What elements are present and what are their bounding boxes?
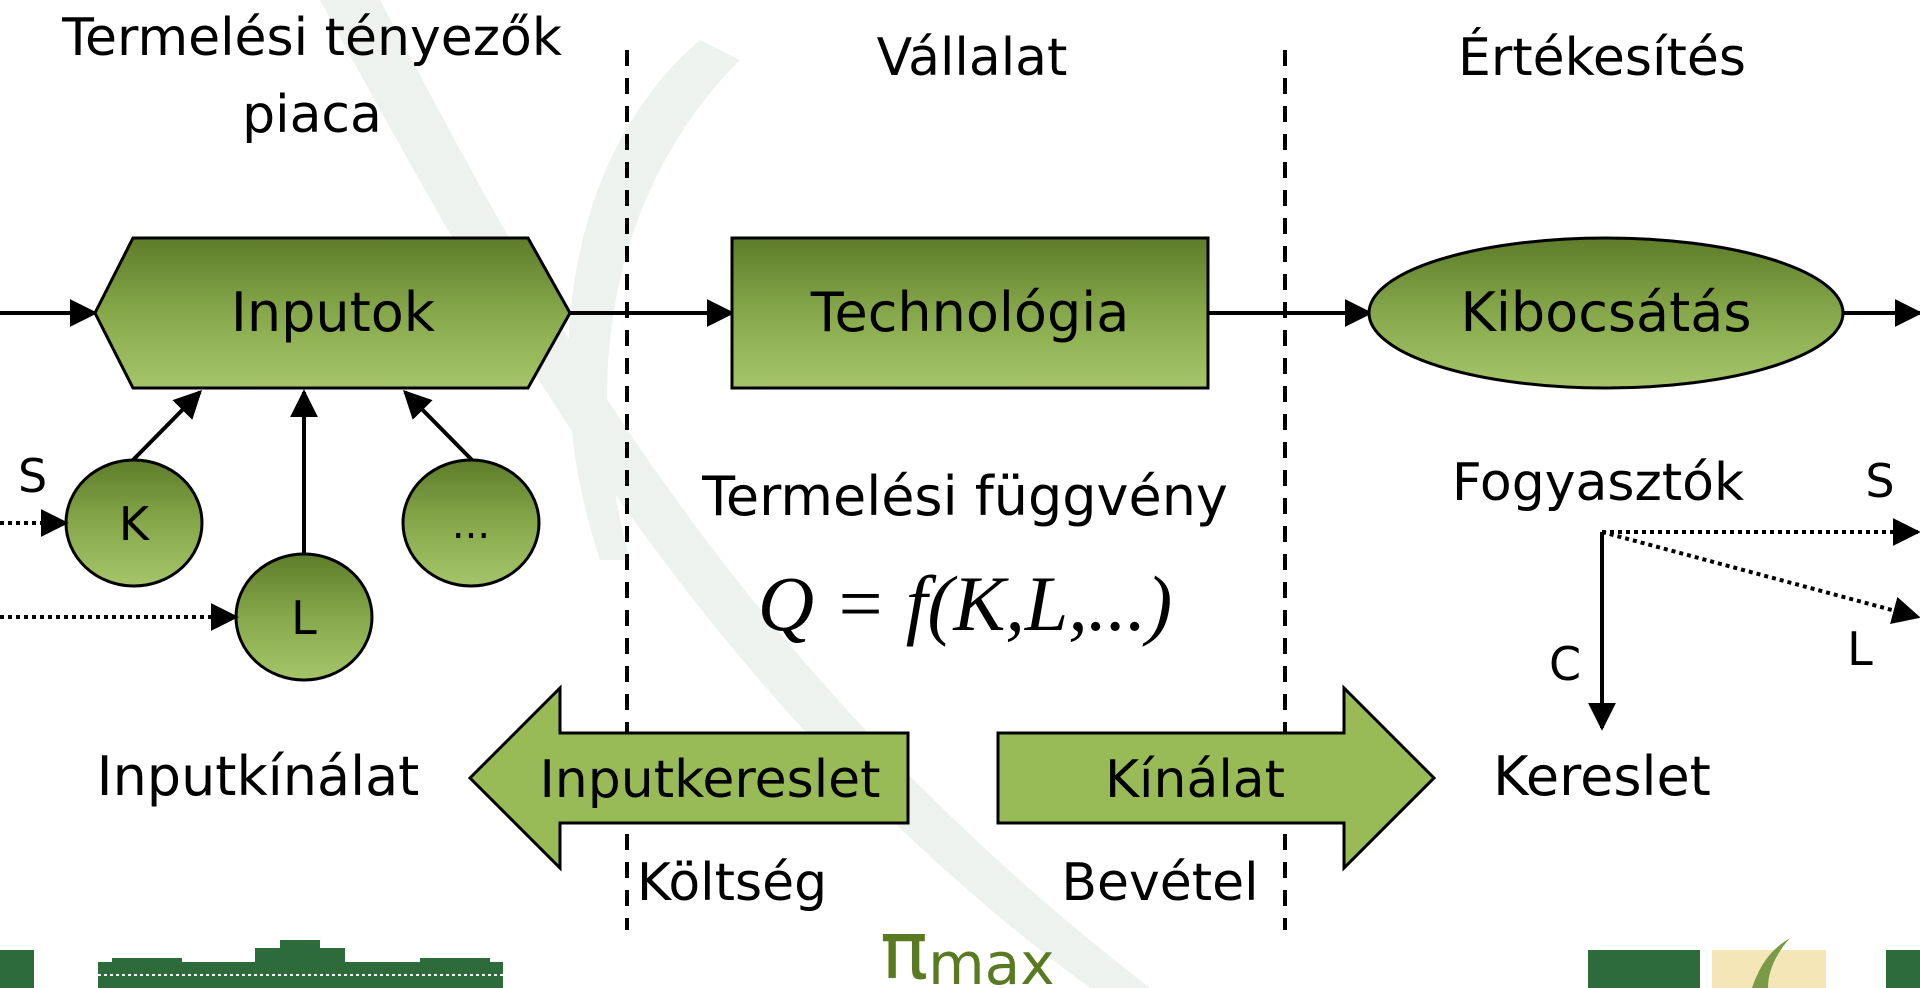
- technology-label: Technológia: [810, 281, 1130, 344]
- left-column-title: Termelési tényezők: [61, 8, 562, 68]
- middle-column-title: Vállalat: [877, 28, 1068, 88]
- revenue-label: Bevétel: [1061, 853, 1258, 913]
- input-demand-arrow: Inputkereslet: [467, 684, 910, 872]
- other-inputs-node: ...: [401, 458, 541, 588]
- grass-icon: [1752, 938, 1790, 988]
- right-l-label: L: [1847, 622, 1873, 676]
- profit-max: πmax: [880, 904, 1055, 988]
- other-inputs-label: ...: [452, 502, 490, 548]
- dotted-arrow-l: [1601, 530, 1920, 624]
- k-label: K: [119, 497, 151, 551]
- logo-green-block-left: [0, 950, 34, 988]
- logo-green-block-right: [1886, 950, 1920, 988]
- inputs-node: Inputok: [93, 236, 572, 390]
- supply-arrow: Kínálat: [996, 684, 1437, 872]
- demand-label: Kereslet: [1493, 745, 1711, 808]
- left-s-label: S: [18, 449, 47, 503]
- right-s-label: S: [1865, 454, 1894, 508]
- left-column-title-line2: piaca: [242, 85, 382, 145]
- input-demand-label: Inputkereslet: [539, 750, 880, 810]
- production-function-equation: Q = f(K,L,...): [758, 560, 1173, 647]
- profit-symbol: π: [880, 904, 928, 988]
- l-node: L: [234, 552, 374, 682]
- right-c-label: C: [1549, 637, 1581, 691]
- k-node: K: [64, 458, 204, 588]
- arrow-k-to-inputs: [131, 390, 202, 462]
- output-node: Kibocsátás: [1367, 236, 1845, 390]
- consumers-label: Fogyasztók: [1452, 453, 1744, 513]
- output-label: Kibocsátás: [1460, 281, 1751, 344]
- watermark-swoosh: [568, 40, 740, 560]
- production-function-label: Termelési függvény: [701, 465, 1228, 528]
- university-building-logo: [98, 940, 503, 988]
- inputs-label: Inputok: [231, 281, 436, 344]
- arrow-other-to-inputs: [403, 390, 474, 462]
- technology-node: Technológia: [730, 236, 1210, 390]
- supply-label: Kínálat: [1105, 750, 1285, 810]
- l-label: L: [291, 591, 317, 645]
- input-supply-label: Inputkínálat: [97, 745, 420, 808]
- right-column-title: Értékesítés: [1458, 27, 1746, 88]
- logo-green-block: [1588, 950, 1700, 988]
- cost-label: Költség: [637, 853, 827, 913]
- watermark-swoosh: [320, 0, 1150, 988]
- profit-subscript: max: [928, 930, 1054, 988]
